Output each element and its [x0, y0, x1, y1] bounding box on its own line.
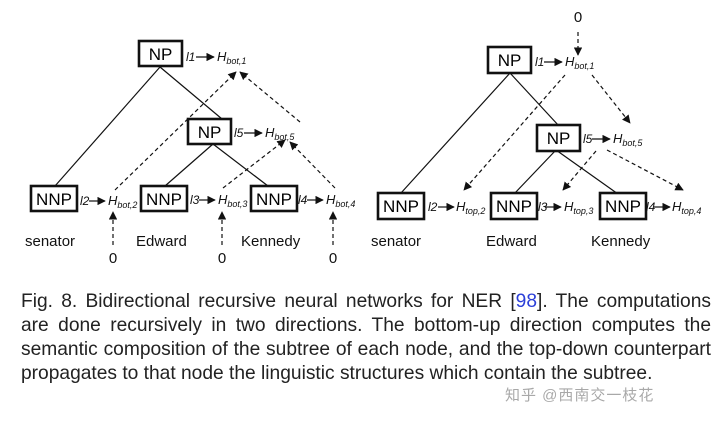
label-l5-right: l5 — [583, 132, 593, 146]
svg-text:NP: NP — [547, 129, 571, 148]
watermark: 知乎 @西南交一枝花 — [505, 387, 655, 404]
nnp-node-1: NNP — [29, 184, 79, 213]
np-node-mid: NP — [186, 117, 233, 146]
label-l4: l4 — [298, 193, 308, 207]
zero-3: 0 — [329, 250, 337, 267]
np-node-mid-right: NP — [535, 123, 582, 153]
h-top-3: Htop,3 — [564, 199, 593, 216]
svg-text:NNP: NNP — [605, 197, 641, 216]
label-l3-right: l3 — [538, 200, 548, 214]
svg-text:NP: NP — [498, 51, 522, 70]
svg-text:NNP: NNP — [256, 190, 292, 209]
word-senator-right: senator — [371, 233, 421, 250]
caption-text-post: ]. The computations are done recursively… — [21, 291, 711, 384]
h-top-4: Htop,4 — [672, 199, 701, 216]
nnp-node-3-right: NNP — [598, 191, 648, 221]
label-l5: l5 — [234, 126, 244, 140]
h-bot-1-right: Hbot,1 — [565, 54, 594, 71]
h-top-2: Htop,2 — [456, 199, 485, 216]
svg-text:NP: NP — [198, 123, 222, 142]
label-l1: l1 — [186, 50, 195, 64]
word-senator: senator — [25, 233, 75, 250]
label-l2-right: l2 — [428, 200, 438, 214]
h-bot-5: Hbot,5 — [265, 125, 295, 142]
h-bot-4: Hbot,4 — [326, 192, 355, 209]
label-l1-right: l1 — [535, 55, 544, 69]
word-edward: Edward — [136, 233, 187, 250]
nnp-node-1-right: NNP — [376, 191, 426, 221]
h-bot-2: Hbot,2 — [108, 193, 137, 210]
nnp-node-2-right: NNP — [489, 191, 539, 221]
word-kennedy-right: Kennedy — [591, 233, 651, 250]
label-l3: l3 — [190, 193, 200, 207]
svg-text:NNP: NNP — [383, 197, 419, 216]
right-tree: NP NP NNP NNP NNP l1 l5 l2 l3 l4 Hbot,1 … — [371, 9, 701, 250]
left-tree: NP NP NNP NNP NNP l1 l5 l2 l3 l4 Hb — [25, 39, 355, 267]
bidirectional-rnn-figure: NP NP NNP NNP NNP l1 l5 l2 l3 l4 Hb — [25, 9, 701, 267]
h-bot-3: Hbot,3 — [218, 192, 247, 209]
nnp-node-2: NNP — [139, 184, 189, 213]
label-l2: l2 — [80, 194, 90, 208]
zero-top: 0 — [574, 9, 582, 26]
nnp-node-3: NNP — [249, 184, 299, 213]
svg-text:NNP: NNP — [36, 190, 72, 209]
np-node-top: NP — [137, 39, 184, 68]
citation-link[interactable]: 98 — [515, 291, 537, 312]
word-kennedy: Kennedy — [241, 233, 301, 250]
label-l4-right: l4 — [646, 200, 656, 214]
caption-text-pre: Fig. 8. Bidirectional recursive neural n… — [21, 291, 516, 312]
zero-1: 0 — [109, 250, 117, 267]
h-bot-5-right: Hbot,5 — [613, 131, 643, 148]
svg-text:NP: NP — [149, 45, 173, 64]
figure-caption: Fig. 8. Bidirectional recursive neural n… — [21, 290, 711, 386]
svg-text:NNP: NNP — [496, 197, 532, 216]
h-bot-1: Hbot,1 — [217, 49, 246, 66]
np-node-top-right: NP — [486, 45, 533, 75]
zero-2: 0 — [218, 250, 226, 267]
word-edward-right: Edward — [486, 233, 537, 250]
svg-text:NNP: NNP — [146, 190, 182, 209]
